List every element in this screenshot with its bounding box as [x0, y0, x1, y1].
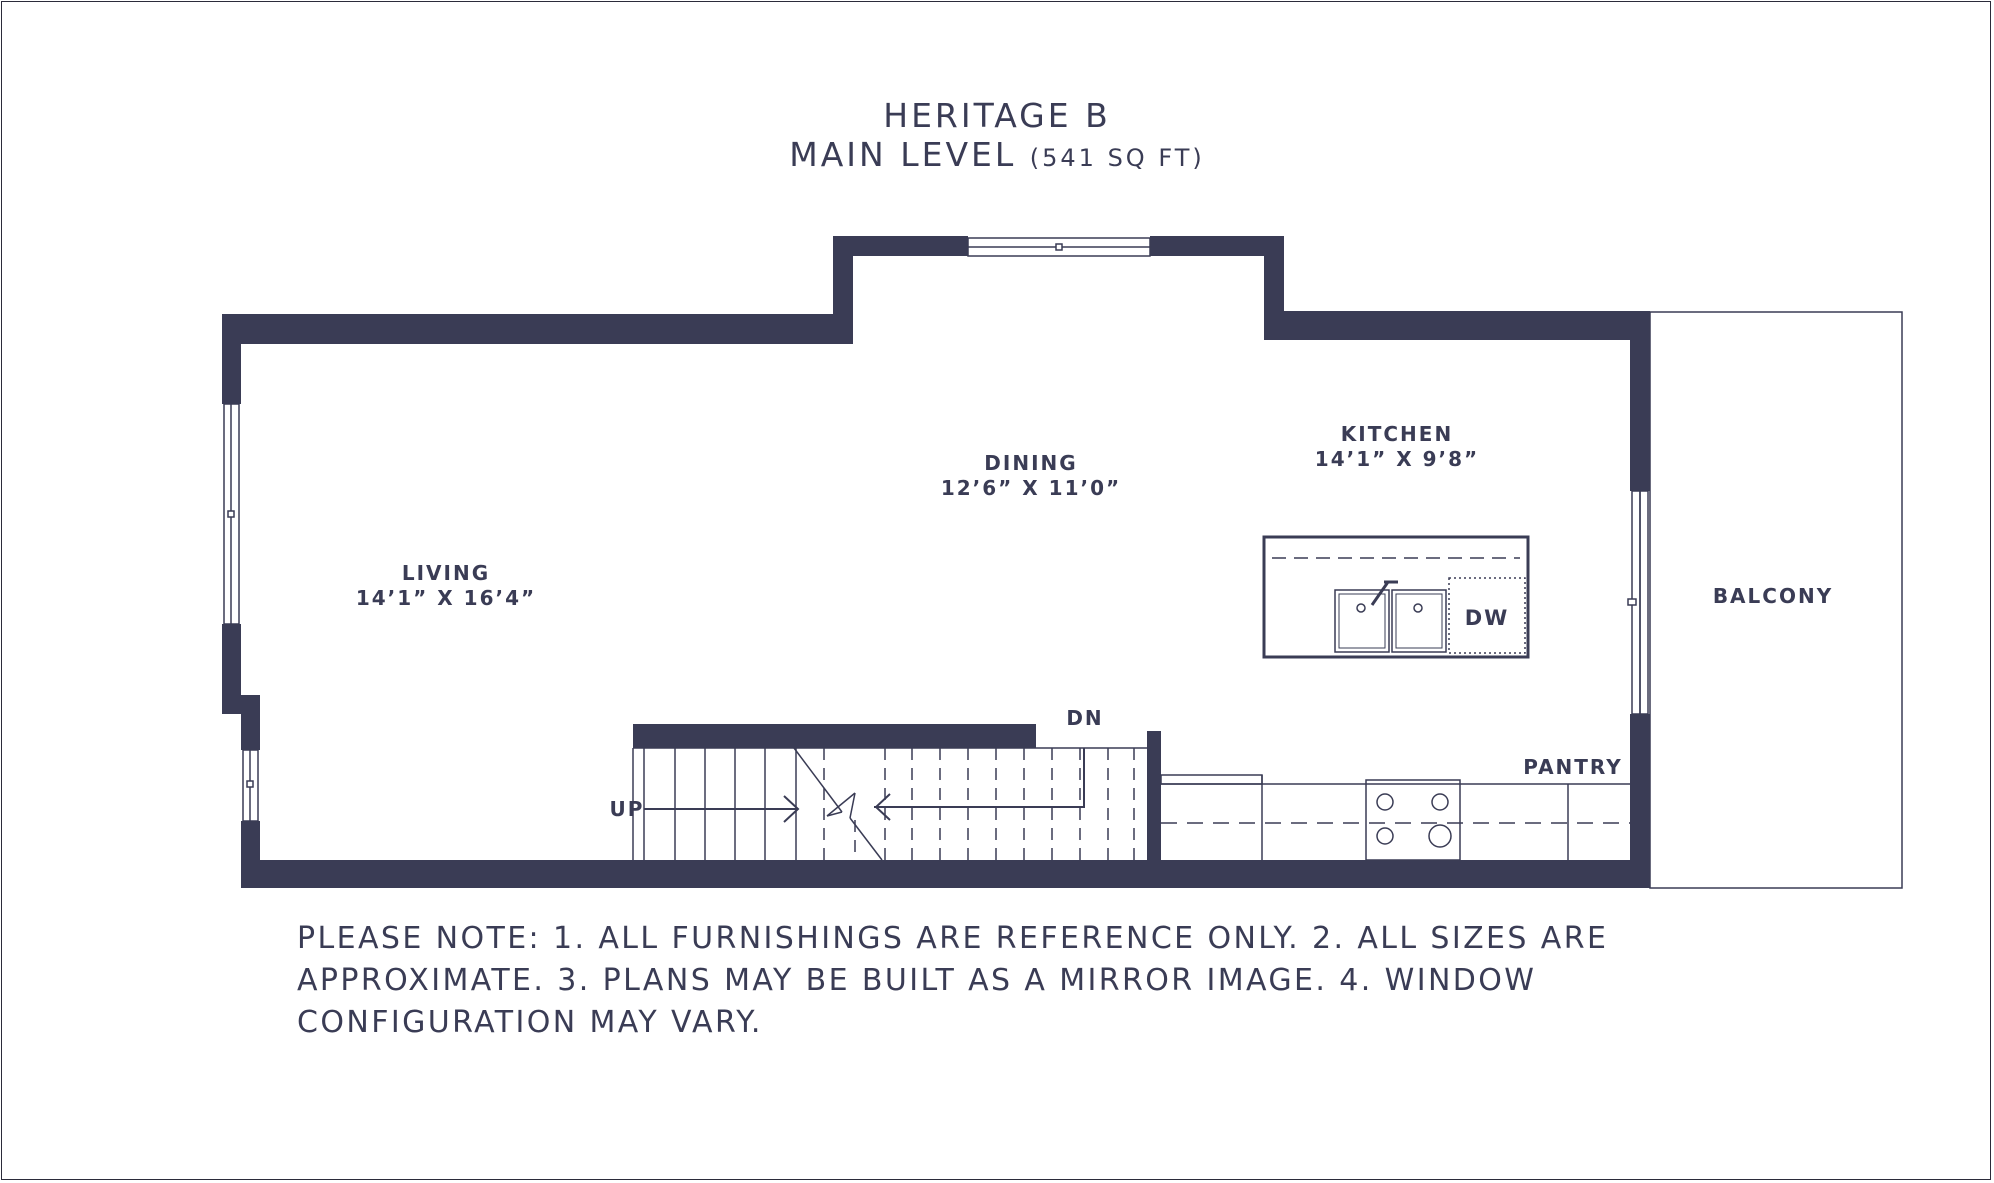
kitchen-size: 14’1” X 9’8”	[1315, 447, 1479, 471]
wall-right-lower	[1630, 714, 1650, 888]
wall-bottom	[241, 860, 1650, 888]
arrow-down-line	[874, 748, 1085, 808]
arrow-up-head	[783, 795, 800, 823]
burner-4	[1428, 824, 1452, 848]
drain-left	[1356, 603, 1366, 613]
island-counter	[1262, 535, 1530, 659]
balcony-label: BALCONY	[1713, 584, 1833, 608]
stairs-up-label: UP	[610, 797, 645, 821]
plan-area: (541 SQ FT)	[1029, 144, 1205, 172]
stairs	[632, 747, 1147, 861]
door-balcony-b	[1639, 490, 1649, 715]
dining-size: 12’6” X 11’0”	[941, 476, 1121, 500]
kitchen-island	[1262, 535, 1530, 659]
burner-1	[1376, 793, 1394, 811]
pantry-label: PANTRY	[1523, 755, 1622, 779]
wall-bump-top-left	[833, 236, 968, 256]
stair-wall	[633, 724, 1036, 748]
walls	[222, 236, 1650, 888]
plan-level-line: MAIN LEVEL (541 SQ FT)	[0, 135, 1994, 174]
wall-left-step-down	[241, 695, 260, 750]
windows	[223, 237, 1649, 822]
counter	[1160, 774, 1630, 861]
arrow-down-head	[874, 793, 891, 821]
plan-name: HERITAGE B	[883, 96, 1111, 135]
kitchen-label: KITCHEN	[1341, 422, 1453, 446]
living-label: LIVING	[402, 561, 490, 585]
drain-right	[1413, 603, 1423, 613]
faucet	[1370, 581, 1390, 606]
wall-bump-left	[833, 236, 853, 344]
stairs-down-label: DN	[1066, 706, 1103, 730]
range	[1365, 779, 1461, 861]
sink-right	[1391, 589, 1447, 653]
plan-level: MAIN LEVEL	[789, 135, 1017, 174]
living-size: 14’1” X 16’4”	[356, 586, 536, 610]
burner-2	[1431, 793, 1449, 811]
wall-left-mid	[222, 624, 241, 714]
wall-bump-top-right	[1150, 236, 1284, 256]
balcony-outline	[1649, 311, 1903, 889]
wall-right-upper	[1630, 311, 1650, 491]
burner-3	[1376, 827, 1394, 845]
disclaimer-note: PLEASE NOTE: 1. ALL FURNISHINGS ARE REFE…	[297, 921, 1609, 1040]
dining-label: DINING	[984, 451, 1077, 475]
wall-left-top	[222, 314, 241, 404]
wall-top-left	[222, 314, 853, 344]
wall-top-right	[1264, 311, 1650, 340]
stair-break-top	[793, 747, 843, 813]
dishwasher-label: DW	[1465, 606, 1510, 630]
counter-end	[1160, 774, 1263, 785]
wall-stub	[1147, 731, 1161, 860]
sink-left	[1334, 589, 1390, 653]
